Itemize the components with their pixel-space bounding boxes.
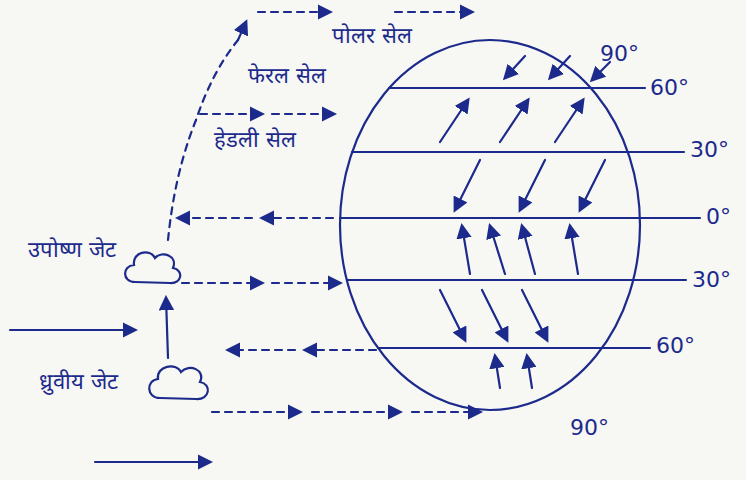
- cell-label: फेरल सेल: [248, 62, 326, 90]
- cloud-symbol: [149, 366, 208, 399]
- latitude-label: 30°: [690, 136, 729, 164]
- cell-label: पोलर सेल: [332, 22, 412, 50]
- jet-arrow: [95, 461, 210, 463]
- jet-label: ध्रुवीय जेट: [6, 368, 118, 396]
- jet-label: उपोष्ण जेट: [4, 236, 116, 264]
- latitude-lines: [340, 88, 700, 348]
- latitude-label: 90°: [600, 40, 639, 68]
- jet-arrow: [10, 329, 135, 331]
- latitude-label: 60°: [650, 74, 689, 102]
- latitude-label: 90°: [570, 414, 609, 442]
- cloud-symbol: [125, 252, 180, 283]
- jet-link-arrow: [166, 298, 168, 358]
- globe-outline: [340, 40, 640, 410]
- surface-wind-arrows: [440, 56, 610, 388]
- latitude-label: 30°: [692, 266, 731, 294]
- latitude-label: 60°: [656, 332, 695, 360]
- cell-label: हेडली सेल: [214, 126, 296, 154]
- cell-flow-arrows: [168, 12, 480, 412]
- latitude-label: 0°: [706, 203, 731, 231]
